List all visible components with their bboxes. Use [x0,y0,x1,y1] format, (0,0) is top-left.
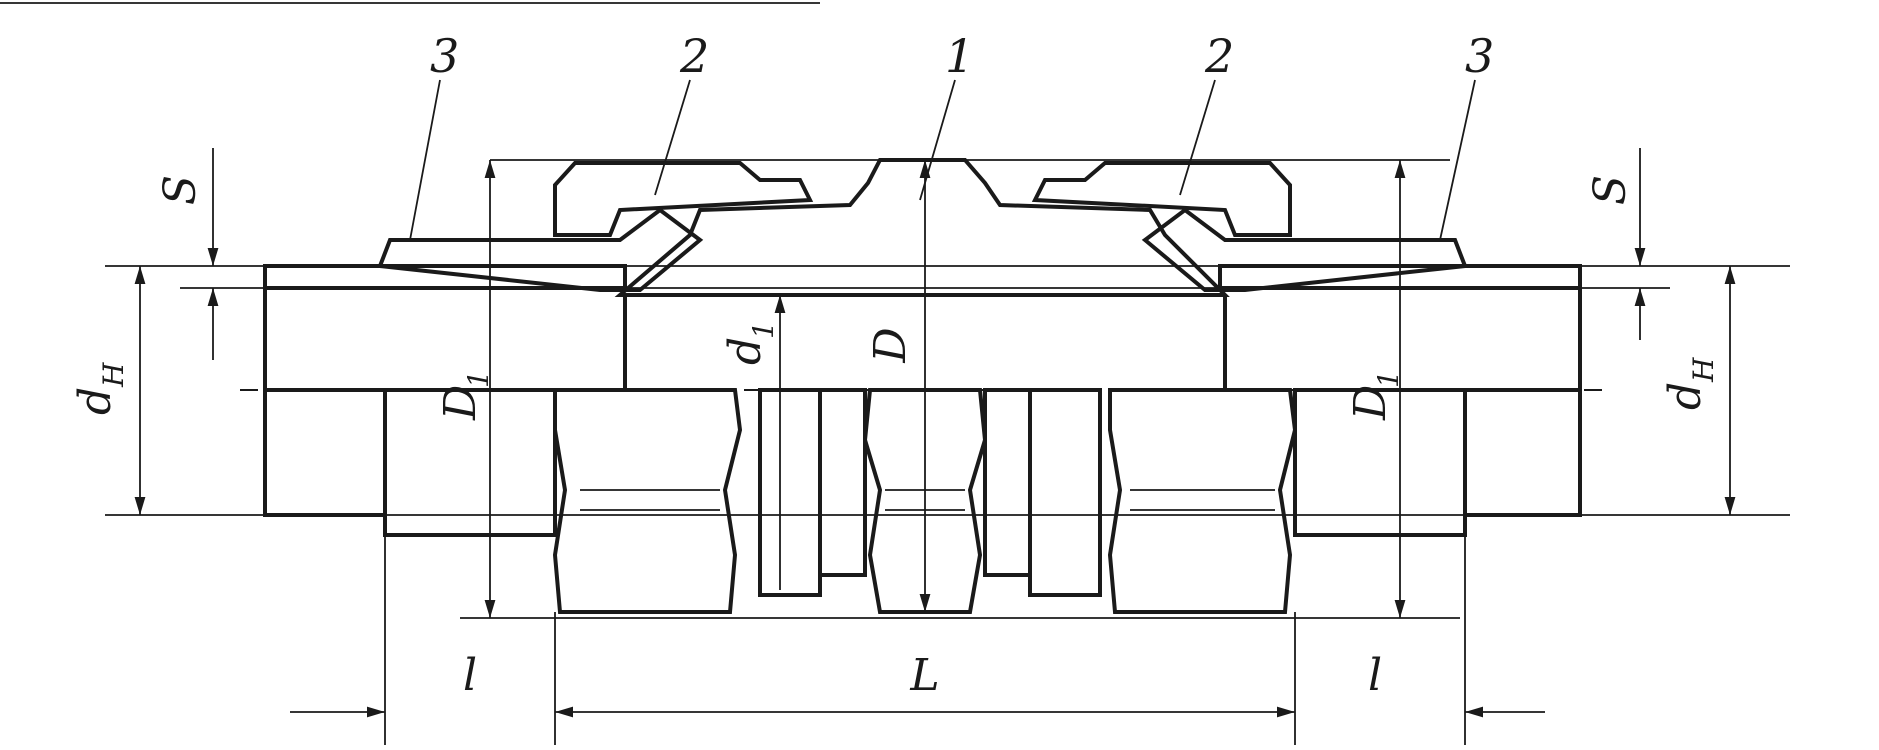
nut-left-hex [552,388,743,614]
body-section [614,158,1230,297]
leader-left-3 [409,79,441,241]
body-collar-right [1028,388,1102,597]
dim-label-dn-right: d H [1660,357,1720,410]
dim-label-dn-left-main: d [70,387,121,415]
dim-label-dn-left: d H [70,362,130,415]
dim-label-l-left: l [463,650,477,701]
dim-label-d1-left-sub: 1 [462,370,495,388]
dim-label-d1-left-main: D [435,385,486,421]
callout-center-1: 1 [945,29,974,83]
callout-left-2: 2 [679,29,709,83]
lower-exterior-view [263,388,1582,614]
ferrule-left-section [377,207,704,292]
dim-label-l-right: l [1368,650,1382,701]
dim-label-s-right: S [1585,175,1636,205]
leader-right-3 [1439,79,1476,241]
nut-right-hex [1107,388,1298,614]
dim-label-d1-right: D 1 [1345,370,1405,421]
dim-label-dn-right-sub: H [1687,357,1720,383]
pipe-right-exterior [1463,388,1582,517]
callout-left-3: 3 [430,29,459,83]
dim-label-d1-small: d 1 [720,321,780,365]
dim-label-L: L [909,650,939,701]
pipe-left-exterior [263,388,387,517]
body-collar-left [758,388,822,597]
dim-label-d1-right-sub: 1 [1372,370,1405,388]
dim-label-d1-right-main: D [1345,385,1396,421]
nut-left-section [553,161,814,237]
body-ring-right [983,388,1032,577]
dim-label-d1-small-sub: 1 [747,321,780,339]
dim-label-d1-small-main: d [720,337,771,365]
body-ring-left [818,388,867,577]
dim-label-D: D [865,327,916,363]
leader-center-1 [919,79,956,201]
upper-section-view [263,158,1582,297]
dim-label-d1-left: D 1 [435,370,495,421]
pipe-left-section [263,264,627,290]
leader-left-2 [654,79,691,196]
dim-label-dn-left-sub: H [97,362,130,388]
nut-right-section [1031,161,1292,237]
ferrule-right-section [1141,207,1468,292]
callout-right-3: 3 [1465,29,1494,83]
leader-right-2 [1179,79,1216,196]
callout-right-2: 2 [1204,29,1234,83]
dim-label-s-left: S [155,175,206,205]
dim-label-dn-right-main: d [1660,382,1711,410]
